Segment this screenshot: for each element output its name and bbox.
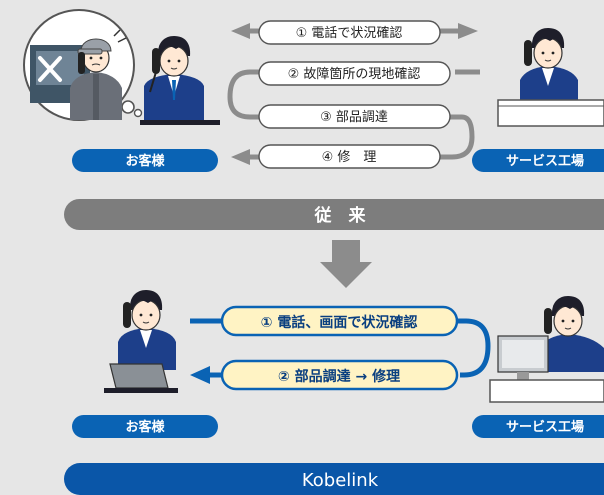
legacy-factory-label: サービス工場 — [472, 149, 604, 172]
desk-icon — [140, 120, 220, 125]
legacy-step-1-label: ① 電話で状況確認 — [296, 25, 403, 41]
kobelink-step-1: ① 電話、画面で状況確認 — [220, 305, 459, 337]
technician-bubble — [23, 9, 143, 121]
kobelink-factory-label: サービス工場 — [472, 415, 604, 438]
kobelink-step-1-label: ① 電話、画面で状況確認 — [261, 314, 418, 331]
legacy-section: ① 電話で状況確認 ② 故障箇所の現地確認 ③ 部品調達 ④ 修 理 お客様 サ… — [23, 9, 604, 230]
customer-character-icon — [140, 35, 220, 125]
down-arrow-icon — [320, 240, 372, 288]
flow-arrow — [190, 366, 210, 384]
kobelink-section: ① 電話、画面で状況確認 ② 部品調達 → 修理 お客様 サービス工場 Kobe… — [64, 289, 604, 495]
legacy-bar-title: 従 来 — [314, 205, 367, 226]
flow-connector — [440, 114, 475, 160]
desk-icon — [497, 99, 604, 127]
svg-text:お客様: お客様 — [125, 153, 165, 169]
factory-staff-character-icon — [489, 295, 604, 403]
svg-text:サービス工場: サービス工場 — [506, 419, 584, 435]
flow-connector — [455, 318, 491, 378]
flow-connector — [227, 69, 272, 120]
monitor-icon — [497, 335, 549, 380]
factory-staff-character-icon — [497, 27, 604, 127]
legacy-step-3-label: ③ 部品調達 — [320, 110, 388, 125]
flow-arrow — [231, 149, 250, 165]
flow-arrow — [458, 23, 478, 39]
customer-character-icon — [104, 289, 178, 393]
legacy-step-3: ③ 部品調達 — [258, 104, 451, 129]
legacy-step-1: ① 電話で状況確認 — [258, 20, 441, 45]
kobelink-step-2: ② 部品調達 → 修理 — [220, 359, 459, 391]
kobelink-bar-title: Kobelink — [302, 470, 379, 491]
kobelink-bar: Kobelink — [64, 463, 604, 495]
desk-icon — [489, 379, 604, 403]
legacy-step-2-label: ② 故障箇所の現地確認 — [288, 66, 421, 82]
kobelink-step-2-label: ② 部品調達 → 修理 — [278, 368, 400, 385]
legacy-step-4-label: ④ 修 理 — [322, 150, 377, 165]
technician-character-icon — [70, 29, 127, 120]
svg-text:サービス工場: サービス工場 — [506, 153, 584, 169]
flow-arrow — [231, 23, 250, 39]
kobelink-customer-label: お客様 — [72, 415, 218, 438]
legacy-bar: 従 来 — [64, 199, 604, 230]
svg-text:お客様: お客様 — [125, 419, 165, 435]
laptop-icon — [104, 363, 178, 393]
legacy-step-4: ④ 修 理 — [258, 144, 441, 169]
legacy-step-2: ② 故障箇所の現地確認 — [258, 61, 451, 86]
legacy-customer-label: お客様 — [72, 149, 218, 172]
